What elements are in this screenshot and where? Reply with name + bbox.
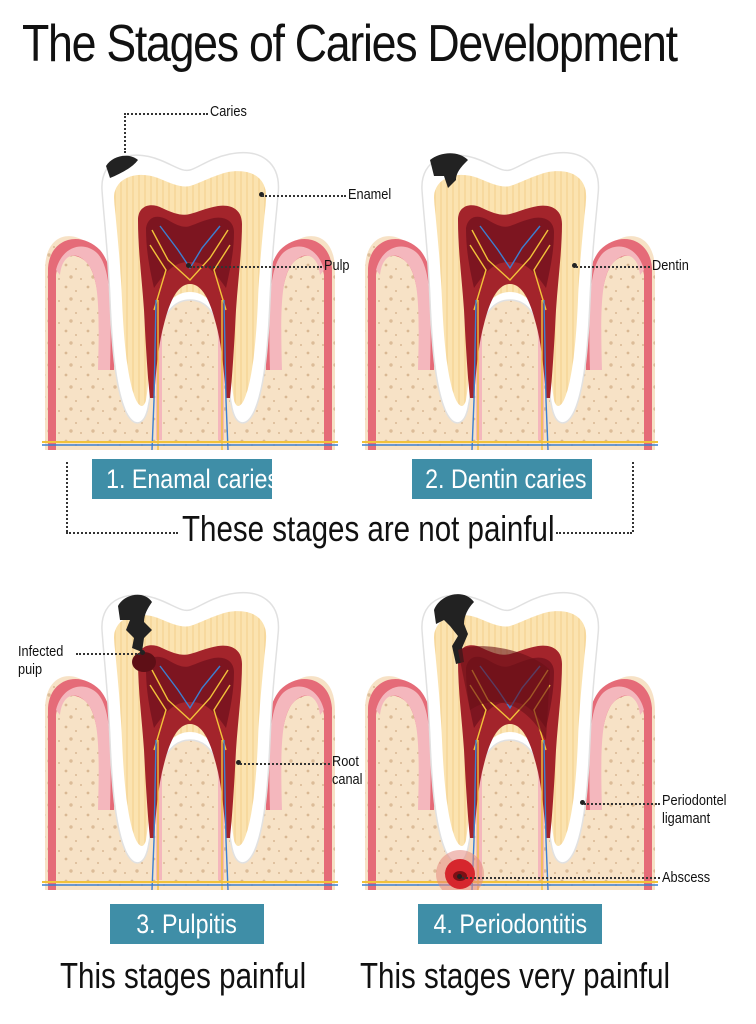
stage-badge-label: 1. Enamal caries [106, 464, 280, 494]
caption-not-painful: These stages are not painful [182, 508, 555, 549]
caries-leader-h [124, 113, 208, 115]
bracket-bottom-right [556, 532, 632, 534]
tooth-panel-pulpitis [40, 590, 340, 890]
stage-badge-label: 4. Periodontitis [433, 909, 587, 939]
label-infected-pulp-line1: Infected [18, 643, 64, 660]
tooth-illustration [361, 151, 659, 450]
abscess-leader [462, 877, 660, 879]
periodontal-dot [580, 800, 585, 805]
infected-pulp-leader [76, 653, 140, 655]
decay-spot [434, 594, 474, 664]
periodontal-leader [584, 803, 660, 805]
caption-very-painful: This stages very painful [360, 955, 671, 996]
label-root-canal-line1: Root [332, 753, 359, 770]
label-periodontal-line1: Periodontel [662, 792, 727, 809]
stage-badge-2: 2. Dentin caries [412, 459, 592, 499]
infected-pulp-dot [140, 650, 145, 655]
bracket-bottom-left [66, 532, 178, 534]
label-enamel: Enamel [348, 186, 392, 203]
caption-painful: This stages painful [60, 955, 307, 996]
enamel-dot [259, 192, 264, 197]
infected-pulp-area [132, 652, 156, 672]
stage-badge-label: 3. Pulpitis [136, 909, 238, 939]
pulp-dot [186, 263, 191, 268]
dentin-dot [572, 263, 577, 268]
label-pulp: Pulp [324, 257, 350, 274]
decay-spot [430, 153, 468, 188]
root-canal-leader [240, 763, 330, 765]
label-root-canal-line2: canal [332, 771, 363, 788]
bracket-right [632, 462, 634, 532]
bracket-left [66, 462, 68, 532]
decay-spot [118, 594, 152, 652]
tooth-panel-periodontitis [360, 590, 660, 890]
page-title: The Stages of Caries Development [22, 15, 678, 73]
pulp-leader [190, 266, 322, 268]
caries-leader-v [124, 113, 126, 153]
label-abscess: Abscess [662, 869, 711, 886]
tooth-illustration [361, 591, 659, 890]
stage-badge-label: 2. Dentin caries [425, 464, 587, 494]
stage-badge-4: 4. Periodontitis [418, 904, 602, 944]
enamel-leader [262, 195, 346, 197]
abscess-dot [457, 874, 462, 879]
tooth-panel-dentin-caries [360, 150, 660, 450]
label-periodontal-line2: ligamant [662, 810, 711, 827]
tooth-illustration [41, 591, 339, 890]
tooth-illustration [41, 151, 339, 450]
stage-badge-3: 3. Pulpitis [110, 904, 264, 944]
decay-spot [106, 155, 138, 178]
label-infected-pulp-line2: puip [18, 661, 43, 678]
root-canal-dot [236, 760, 241, 765]
infected-pulp-area [458, 646, 550, 740]
dentin-leader [576, 266, 650, 268]
stage-badge-1: 1. Enamal caries [92, 459, 279, 499]
label-dentin: Dentin [652, 257, 689, 274]
label-caries: Caries [210, 103, 247, 120]
tooth-panel-enamel-caries [40, 150, 340, 450]
